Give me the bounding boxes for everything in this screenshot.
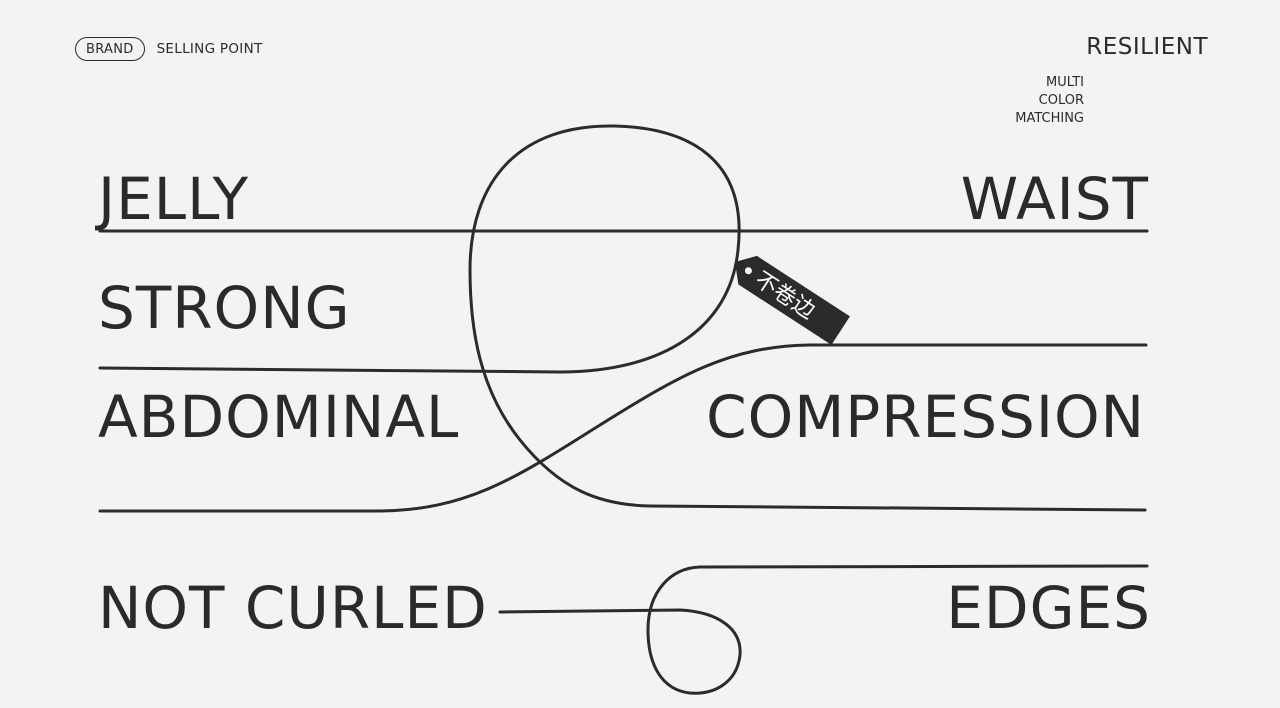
word-strong: STRONG [98, 274, 351, 342]
multi-color-block: MULTI COLOR MATCHING [1015, 74, 1084, 128]
line-small-loop [498, 564, 1149, 695]
tag-hole [744, 267, 752, 275]
line-big-loop [98, 124, 1147, 512]
header-left: BRAND SELLING POINT [75, 37, 263, 61]
word-waist: WAIST [960, 165, 1149, 233]
tag-shape [735, 255, 850, 345]
word-compression: COMPRESSION [706, 383, 1145, 451]
multi-line-1: MULTI [1046, 75, 1084, 90]
brand-badge: BRAND [75, 37, 145, 61]
word-abdominal: ABDOMINAL [98, 383, 460, 451]
line-s-curve [98, 343, 1148, 513]
word-not-curled: NOT CURLED [98, 574, 488, 642]
multi-line-2: COLOR [1038, 93, 1084, 108]
tag: 不卷边 [735, 255, 850, 345]
multi-line-3: MATCHING [1015, 111, 1084, 126]
resilient-title: RESILIENT [1086, 34, 1208, 60]
selling-point-label: SELLING POINT [156, 41, 263, 57]
word-edges: EDGES [946, 574, 1151, 642]
word-jelly: JELLY [98, 165, 250, 233]
